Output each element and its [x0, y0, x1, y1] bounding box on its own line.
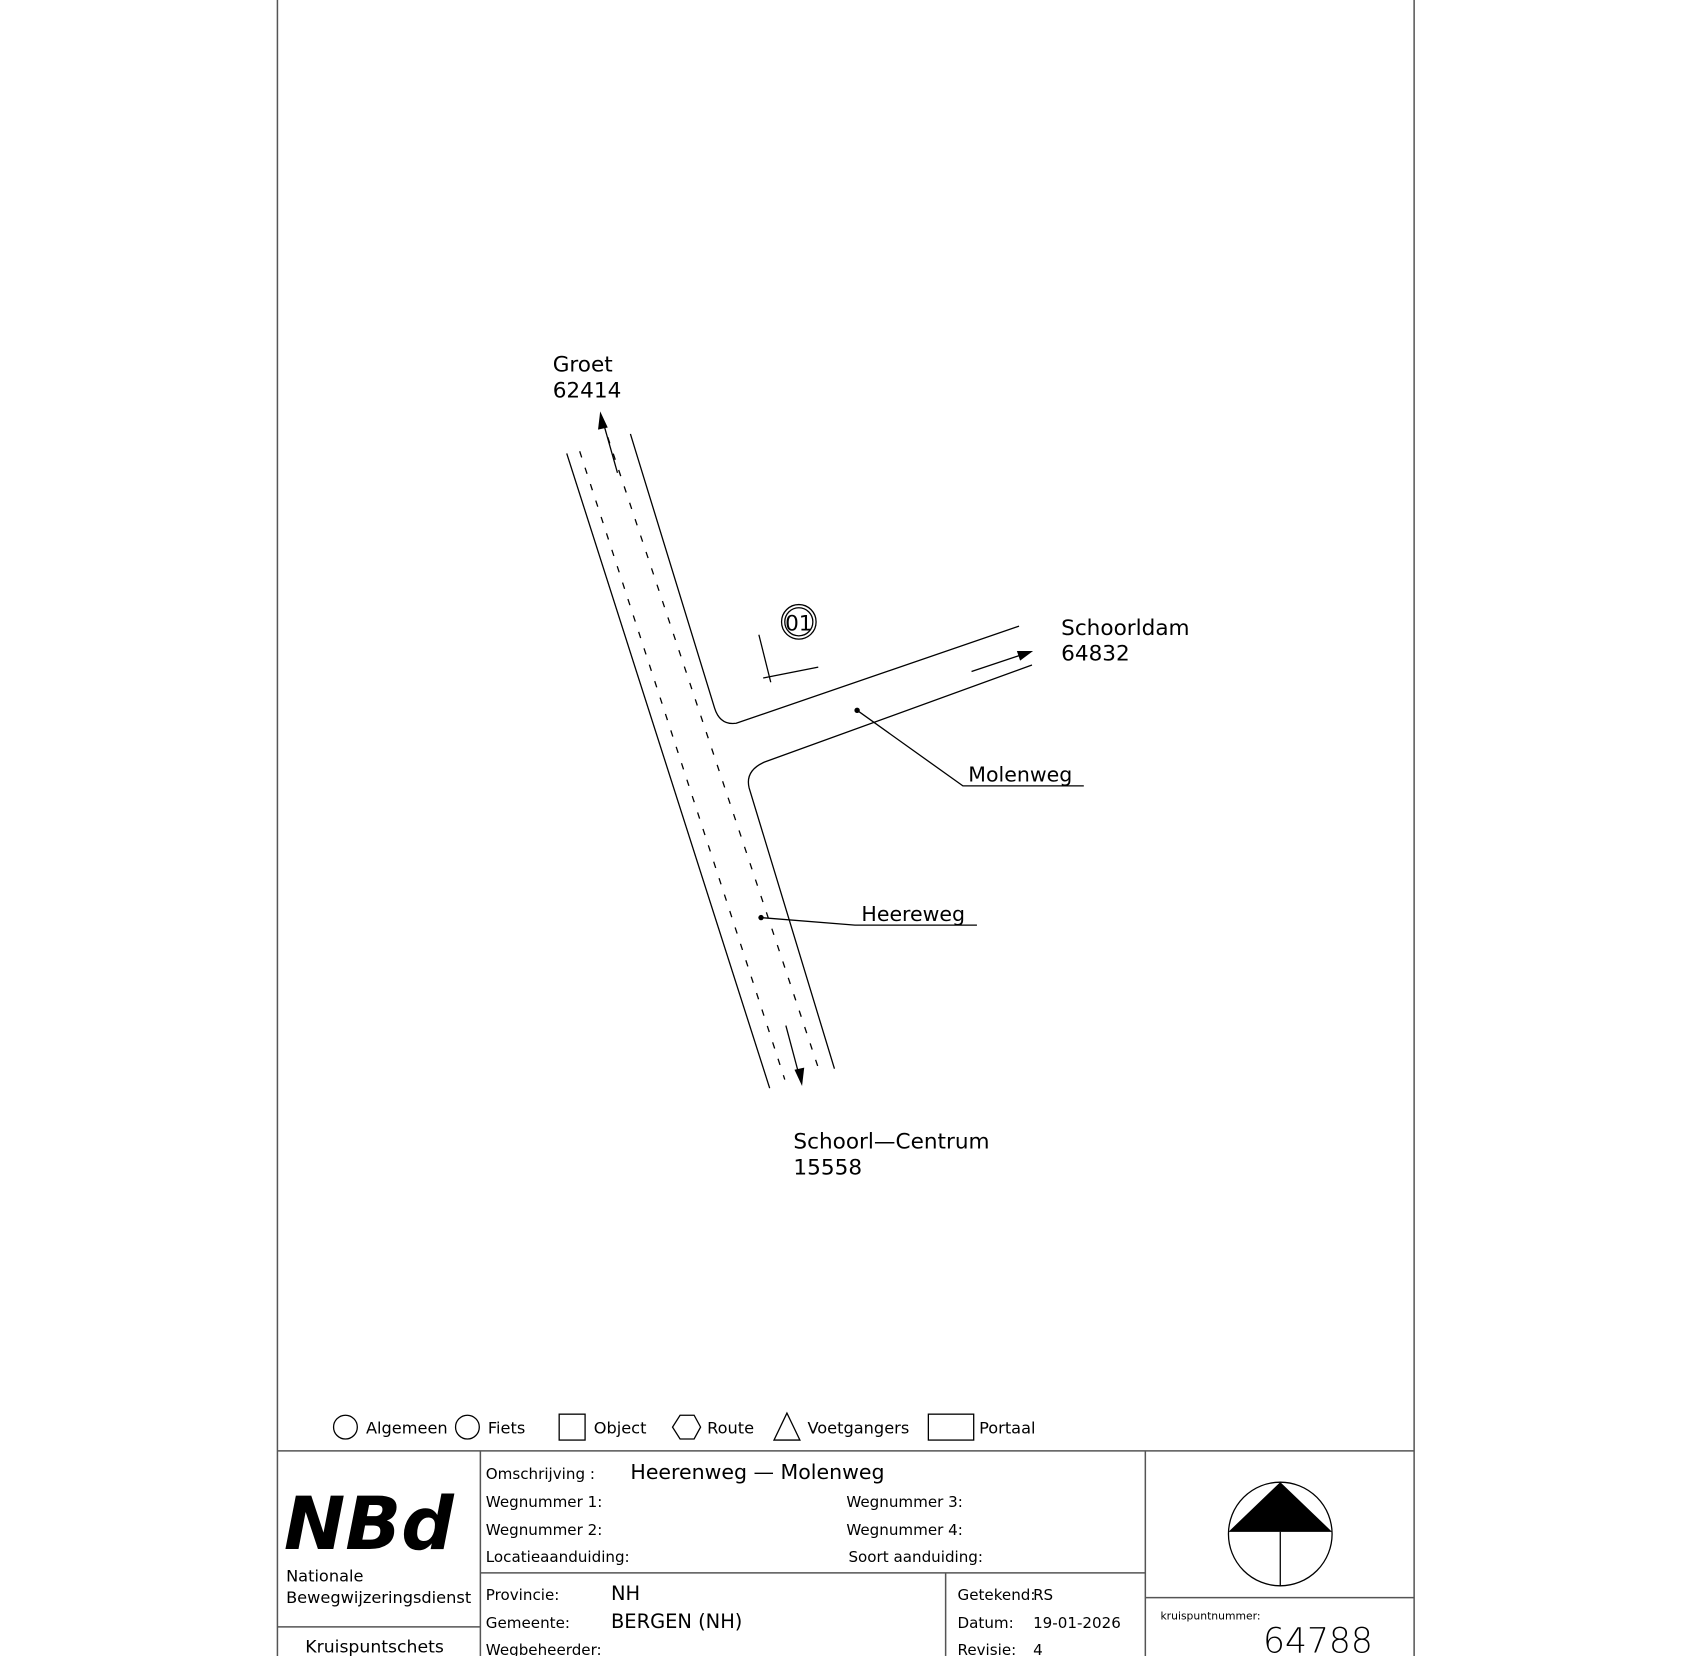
nbd-logo: NBd [284, 1482, 455, 1567]
destination-south-name: Schoorl—Centrum [793, 1130, 989, 1155]
direction-arrows [598, 411, 1034, 1086]
legend-voetgangers: Voetgangers [807, 1419, 909, 1438]
destination-east-number: 64832 [1061, 642, 1130, 667]
legend-fiets: Fiets [488, 1419, 525, 1438]
destination-north-number: 62414 [553, 378, 622, 403]
sign-marker-label: 01 [785, 611, 812, 636]
document-type: Kruispuntschets [305, 1638, 444, 1656]
soort-label: Soort aanduiding: [848, 1548, 983, 1566]
rectangle-icon [927, 1413, 975, 1441]
double-circle-icon [454, 1414, 480, 1440]
arrow-south-icon [794, 1067, 805, 1086]
omschrijving-value: Heerenweg — Molenweg [630, 1460, 884, 1484]
north-arrow-icon [1227, 1481, 1333, 1587]
road-label-molenweg: Molenweg [968, 763, 1072, 787]
datum-label: Datum: [958, 1614, 1014, 1632]
road-heereweg [566, 433, 1033, 1089]
legend-route: Route [707, 1419, 754, 1438]
hexagon-icon [671, 1414, 702, 1440]
gemeente-label: Gemeente: [486, 1614, 570, 1632]
wegnummer3-label: Wegnummer 3: [846, 1493, 963, 1511]
destination-east-name: Schoorldam [1061, 616, 1189, 641]
triangle-icon [772, 1411, 801, 1441]
legend-object: Object [594, 1419, 647, 1438]
getekend-value: RS [1033, 1586, 1053, 1604]
legend-portaal: Portaal [979, 1419, 1035, 1438]
kruispuntnummer-label: kruispuntnummer: [1160, 1609, 1260, 1622]
sheet-frame [276, 0, 1415, 1656]
arrow-north-icon [598, 411, 608, 430]
revisie-value: 4 [1033, 1641, 1043, 1656]
legend-algemeen: Algemeen [366, 1419, 448, 1438]
square-icon [558, 1413, 586, 1441]
org-name-line1: Nationale [286, 1566, 363, 1585]
gemeente-value: BERGEN (NH) [611, 1610, 742, 1633]
provincie-value: NH [611, 1582, 640, 1605]
datum-value: 19-01-2026 [1033, 1614, 1121, 1632]
road-label-heereweg: Heereweg [861, 902, 965, 926]
arrow-east-icon [1016, 650, 1034, 661]
wegbeheerder-label: Wegbeheerder: [486, 1641, 602, 1656]
provincie-label: Provincie: [486, 1586, 560, 1604]
wegnummer2-label: Wegnummer 2: [486, 1521, 603, 1539]
wegnummer1-label: Wegnummer 1: [486, 1493, 603, 1511]
kruispuntnummer-value: 64788 [1263, 1622, 1373, 1656]
circle-icon [332, 1414, 358, 1440]
revisie-label: Revisie: [958, 1641, 1017, 1656]
getekend-label: Getekend: [958, 1586, 1036, 1604]
destination-south-number: 15558 [793, 1156, 862, 1181]
org-name-line2: Bewegwijzeringsdienst [286, 1588, 471, 1607]
wegnummer4-label: Wegnummer 4: [846, 1521, 963, 1539]
destination-north-name: Groet [553, 352, 613, 377]
sign-marker: 01 [758, 603, 819, 683]
legend: Algemeen Fiets Object Route Voetgangers … [332, 1411, 1036, 1441]
locatie-label: Locatieaanduiding: [486, 1548, 630, 1566]
omschrijving-label: Omschrijving : [486, 1465, 595, 1483]
